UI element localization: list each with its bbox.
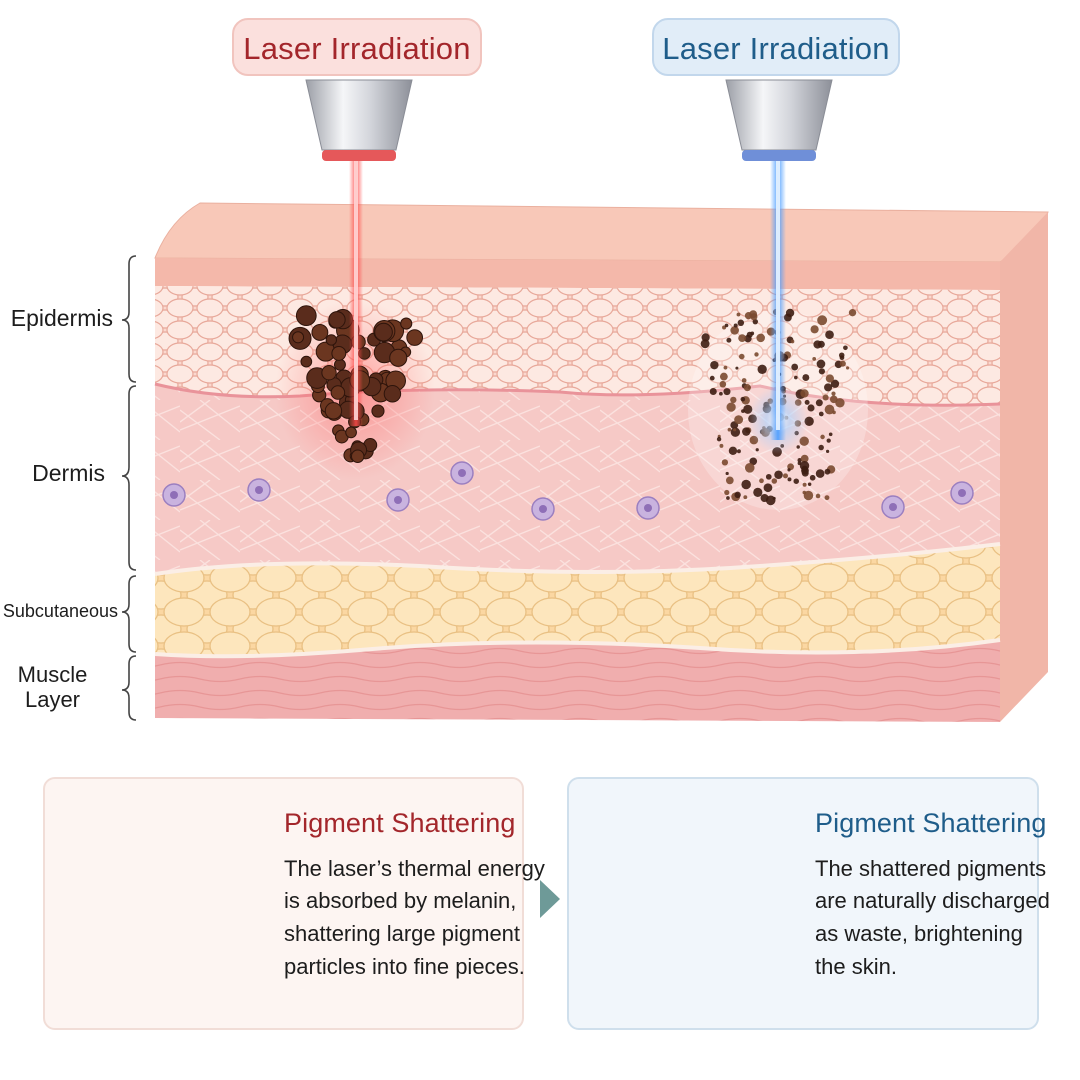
label-muscle-line1: Muscle bbox=[17, 662, 88, 687]
dermal-cells bbox=[162, 461, 974, 521]
card-left-line-2: is absorbed by melanin, bbox=[284, 888, 517, 913]
card-right-line-4: the skin. bbox=[815, 954, 897, 979]
card-left-line-1: The laser’s thermal energy bbox=[284, 856, 545, 881]
muscle-layer bbox=[155, 640, 1000, 722]
subcutaneous-layer bbox=[155, 544, 1000, 657]
info-card-left bbox=[43, 777, 524, 1030]
arrow-right-icon bbox=[540, 880, 560, 918]
card-title-left: Pigment Shattering bbox=[284, 808, 516, 838]
skin-top-surface bbox=[154, 202, 1049, 263]
card-right-line-2: are naturally discharged bbox=[815, 888, 1050, 913]
card-left-line-3: shattering large pigment bbox=[284, 921, 521, 946]
label-muscle-layer: Muscle Layer bbox=[0, 662, 105, 712]
skin-block bbox=[154, 202, 1049, 722]
label-subcutaneous: Subcutaneous bbox=[2, 601, 118, 621]
card-title-right: Pigment Shattering bbox=[815, 808, 1047, 838]
laser-device-blue bbox=[725, 79, 833, 440]
laser-device-red bbox=[305, 79, 413, 426]
label-dermis: Dermis bbox=[32, 460, 105, 486]
layer-brackets bbox=[121, 255, 137, 721]
card-left-line-4: particles into fine pieces. bbox=[284, 954, 525, 979]
card-right-line-3: as waste, brightening bbox=[815, 921, 1023, 946]
stratum-corneum bbox=[155, 258, 1000, 290]
laser-label-blue: Laser Irradiation bbox=[652, 18, 900, 76]
skin-side-face bbox=[1000, 212, 1048, 722]
label-epidermis: Epidermis bbox=[10, 305, 113, 331]
info-card-right bbox=[567, 777, 1039, 1030]
card-right-line-1: The shattered pigments bbox=[815, 856, 1047, 881]
label-muscle-line2: Layer bbox=[24, 686, 81, 712]
laser-label-red: Laser Irradiation bbox=[232, 18, 482, 76]
